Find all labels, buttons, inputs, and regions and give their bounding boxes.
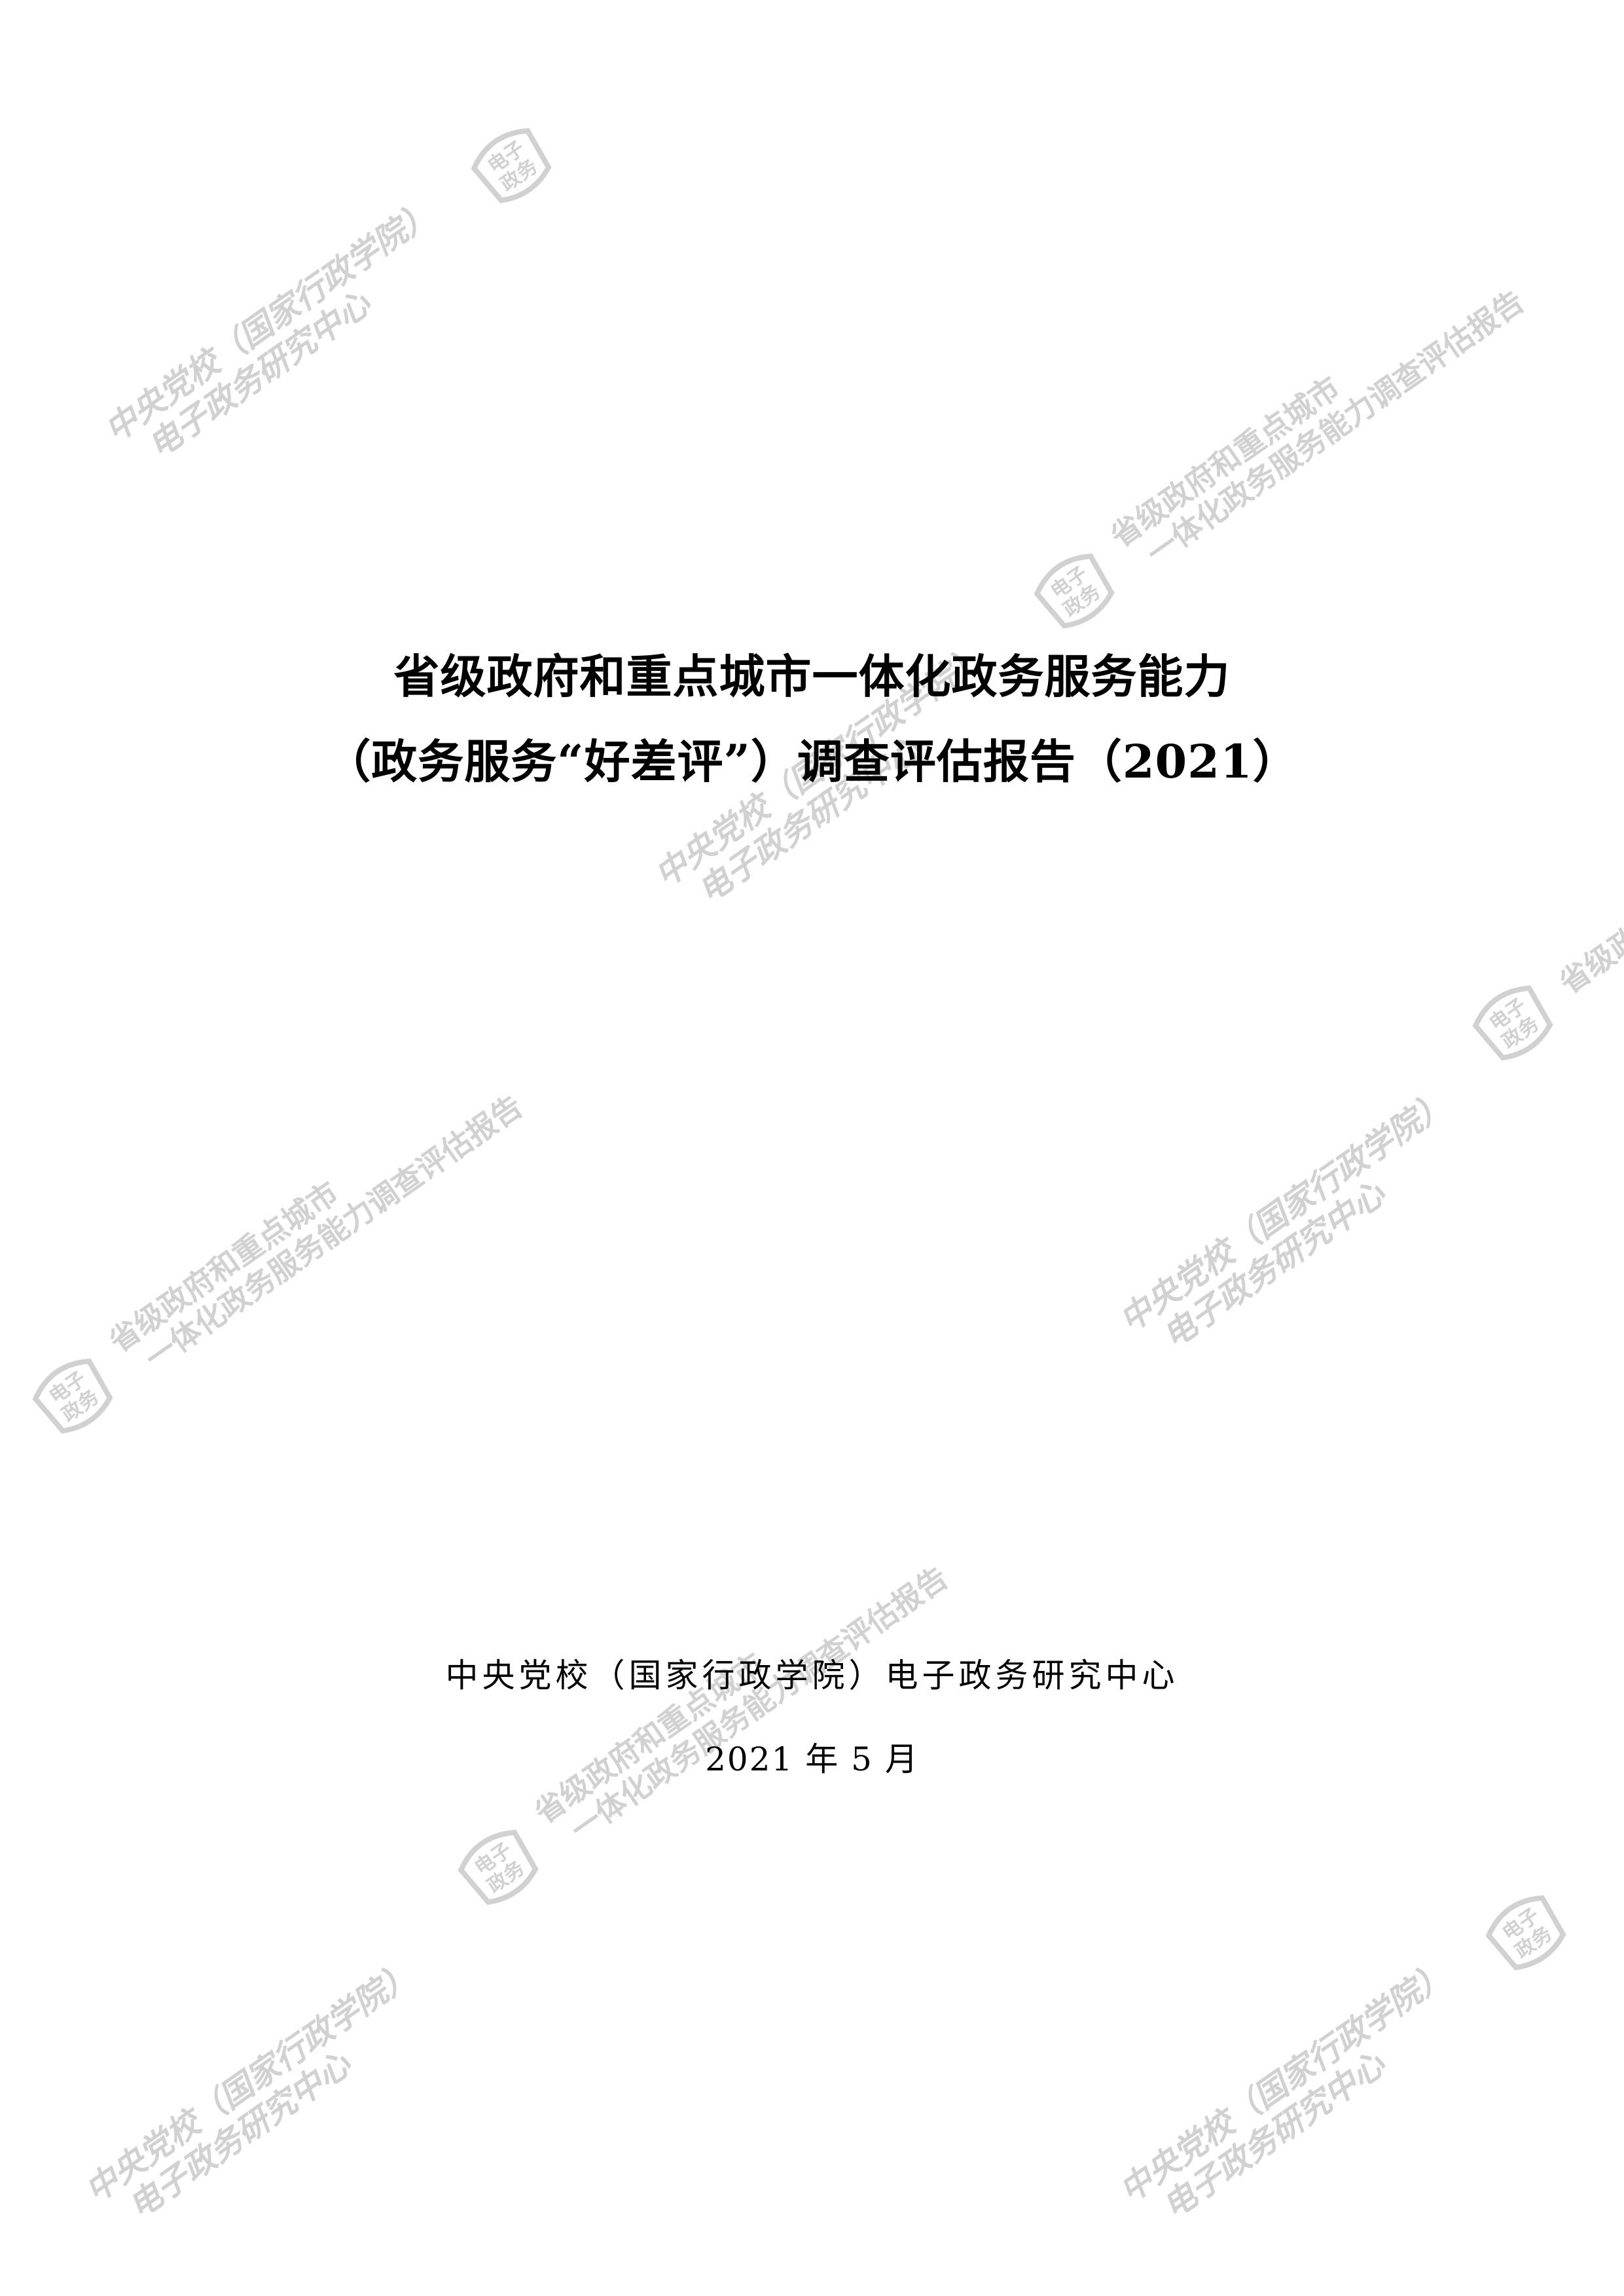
svg-text:电子: 电子 xyxy=(45,1367,90,1408)
e-government-logo-icon: 电子 政务 xyxy=(1472,985,1553,1061)
watermark-report-line-2: 一体化政务服务能力调查评估报告 xyxy=(138,1088,529,1376)
svg-text:政务: 政务 xyxy=(58,1386,103,1427)
watermark-school-line-2: 电子政务研究中心 xyxy=(141,283,378,465)
watermark-report: 电子 政务 省级政府和重点城市 一体化政务服务能力调查评估报告 xyxy=(445,1531,955,1918)
svg-text:电子: 电子 xyxy=(471,1839,516,1880)
watermark-school: 中央党校（国家行政学院） 电子政务研究中心 xyxy=(78,1954,443,2241)
watermark-report-line-2: 一体化政务服务能力调查评估报告 xyxy=(1140,283,1530,571)
watermark-school-line-1: 中央党校（国家行政学院） xyxy=(98,193,442,450)
report-title-line-1: 省级政府和重点城市一体化政务服务能力 xyxy=(393,649,1231,704)
report-title-line-2: （政务服务“好差评”）调查评估报告（2021） xyxy=(325,734,1299,789)
svg-text:电子: 电子 xyxy=(1485,994,1530,1035)
svg-text:政务: 政务 xyxy=(483,1857,528,1898)
svg-text:政务: 政务 xyxy=(1511,1922,1556,1964)
svg-text:电子: 电子 xyxy=(484,137,529,178)
e-government-logo-icon: 电子 政务 xyxy=(32,1358,113,1434)
watermark-report: 电子 政务 省级政府和重点城市 xyxy=(1460,801,1624,1073)
watermark-school: 中央党校（国家行政学院） 电子政务研究中心 xyxy=(98,193,463,480)
svg-text:政务: 政务 xyxy=(1498,1013,1543,1054)
watermark-school-line-1: 中央党校（国家行政学院） xyxy=(78,1954,422,2210)
watermark-report-line-1: 省级政府和重点城市 xyxy=(102,1175,345,1359)
e-government-logo-icon: 电子 政务 xyxy=(458,1829,539,1905)
watermark-school-line-2: 电子政务研究中心 xyxy=(1155,1174,1392,1355)
e-government-logo-icon: 电子 政务 xyxy=(1485,1895,1566,1971)
svg-text:电子: 电子 xyxy=(1047,562,1092,603)
svg-text:政务: 政务 xyxy=(1059,581,1104,622)
watermark-report: 电子 政务 xyxy=(458,99,582,216)
watermark-school: 中央党校（国家行政学院） 电子政务研究中心 xyxy=(1112,1954,1477,2241)
watermark-school-line-1: 中央党校（国家行政学院） xyxy=(1112,1083,1456,1340)
publication-date: 2021 年 5 月 xyxy=(705,1740,919,1778)
watermark-school-line-1: 中央党校（国家行政学院） xyxy=(1112,1954,1456,2210)
watermark-school-line-2: 电子政务研究中心 xyxy=(691,728,928,910)
watermark-report-line-2: 一体化政务服务能力调查评估报告 xyxy=(564,1559,954,1848)
watermark-report-line-1: 省级政府和重点城市 xyxy=(1552,816,1624,1001)
e-government-logo-icon: 电子 政务 xyxy=(471,128,552,204)
watermark-school-line-2: 电子政务研究中心 xyxy=(121,2044,358,2226)
watermark-school: 中央党校（国家行政学院） 电子政务研究中心 xyxy=(1112,1083,1477,1371)
watermark-report: 电子 政务 xyxy=(1473,1867,1597,1983)
publishing-organization: 中央党校（国家行政学院）电子政务研究中心 xyxy=(445,1657,1179,1695)
watermark-school-line-2: 电子政务研究中心 xyxy=(1155,2044,1392,2226)
e-government-logo-icon: 电子 政务 xyxy=(1034,553,1115,629)
svg-text:电子: 电子 xyxy=(1498,1904,1543,1945)
svg-text:政务: 政务 xyxy=(496,155,541,196)
watermark-report: 电子 政务 省级政府和重点城市 一体化政务服务能力调查评估报告 xyxy=(20,1060,530,1446)
watermark-report-line-1: 省级政府和重点城市 xyxy=(1104,370,1346,554)
watermark-report: 电子 政务 省级政府和重点城市 一体化政务服务能力调查评估报告 xyxy=(1021,255,1531,641)
